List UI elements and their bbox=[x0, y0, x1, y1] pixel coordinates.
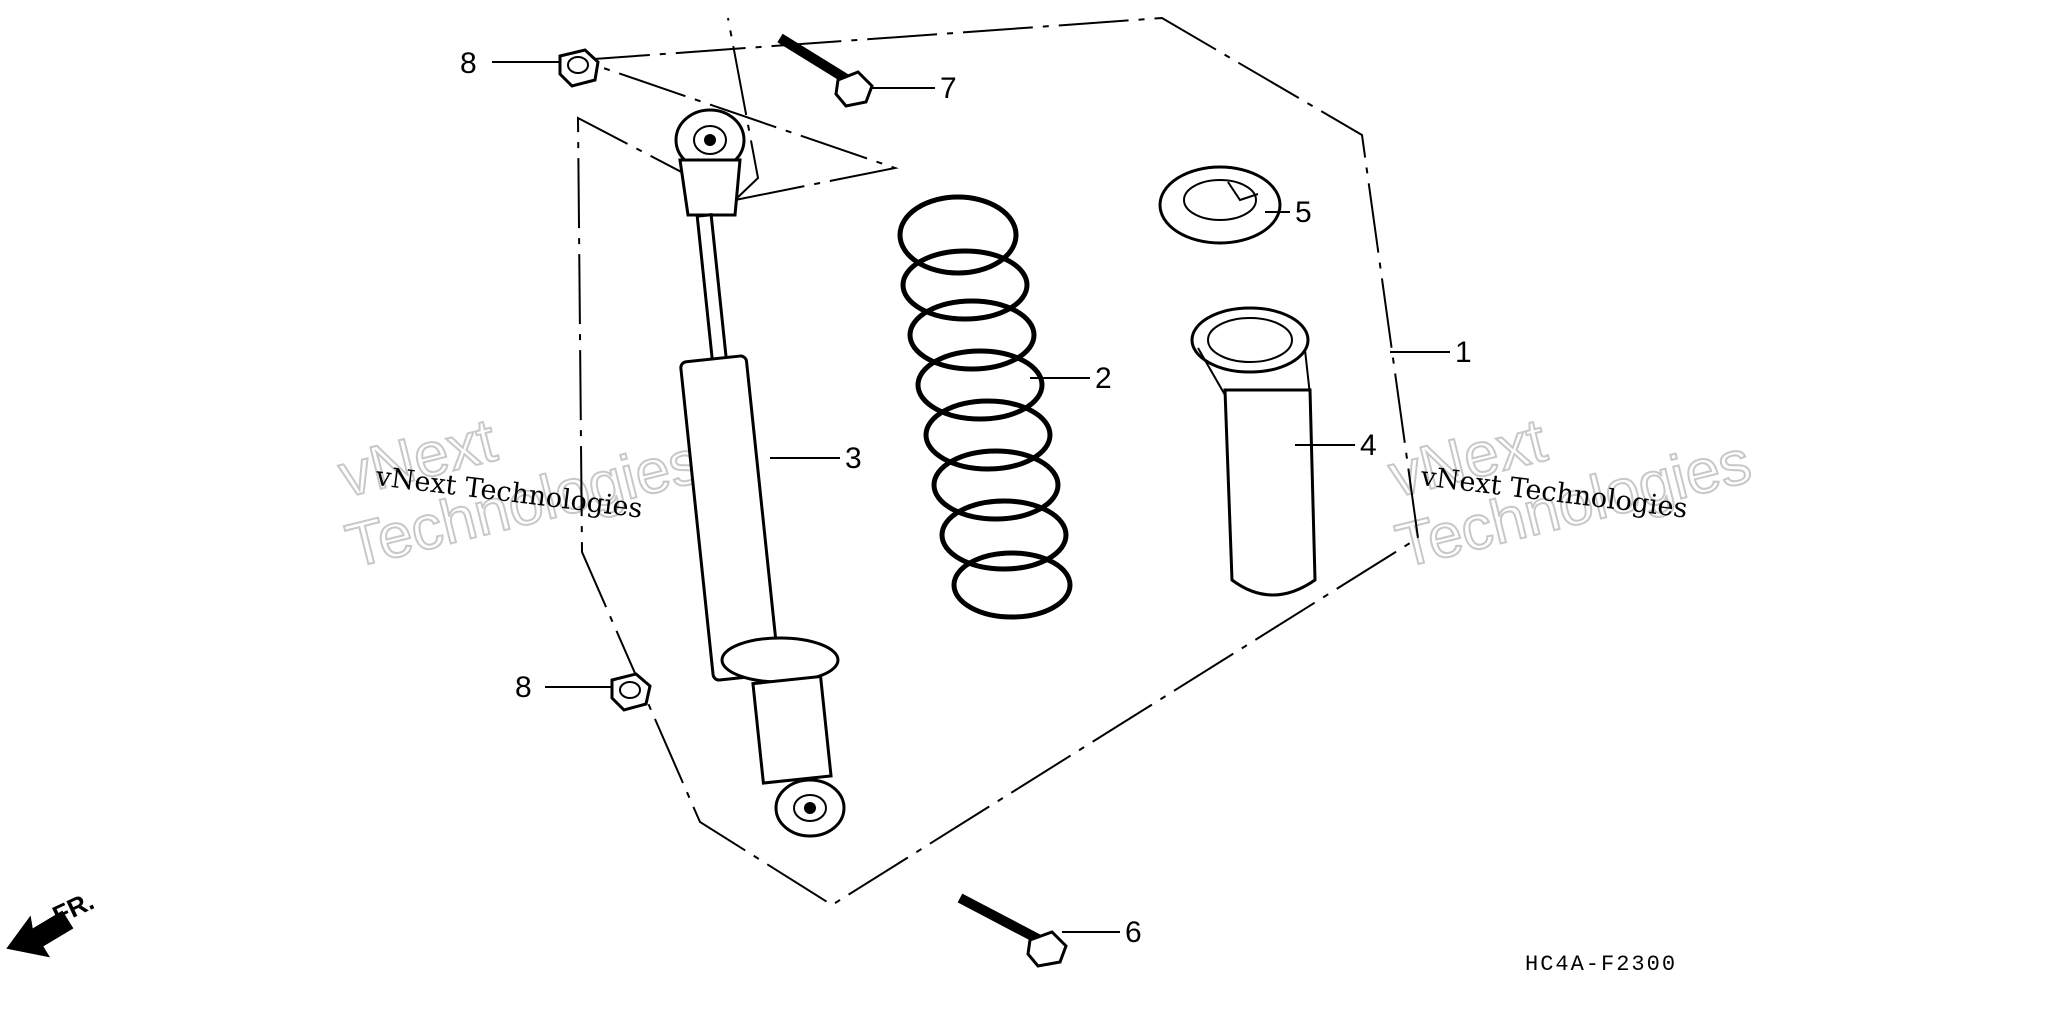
callout-7: 7 bbox=[940, 72, 957, 105]
shock-sleeve bbox=[1190, 306, 1317, 597]
nut-lower bbox=[610, 672, 652, 712]
callout-4: 4 bbox=[1360, 429, 1377, 462]
front-arrow-icon bbox=[6, 910, 74, 958]
bolt-top bbox=[777, 33, 874, 108]
coil-spring bbox=[897, 194, 1073, 620]
diagram-code: HC4A-F2300 bbox=[1525, 952, 1677, 977]
callout-5: 5 bbox=[1295, 196, 1312, 229]
callout-3: 3 bbox=[845, 442, 862, 475]
bolt-bottom bbox=[957, 893, 1068, 968]
shock-absorber bbox=[674, 108, 846, 838]
callout-8-lower: 8 bbox=[515, 671, 532, 704]
nut-top bbox=[558, 48, 600, 88]
callout-2: 2 bbox=[1095, 362, 1112, 395]
leader-lines bbox=[492, 61, 1450, 933]
callout-8-top: 8 bbox=[460, 47, 477, 80]
assembly-outline bbox=[576, 16, 1420, 907]
callout-6: 6 bbox=[1125, 916, 1142, 949]
spring-seat bbox=[1158, 165, 1282, 245]
assembly-outline-notch bbox=[727, 17, 760, 201]
callout-1: 1 bbox=[1455, 336, 1472, 369]
